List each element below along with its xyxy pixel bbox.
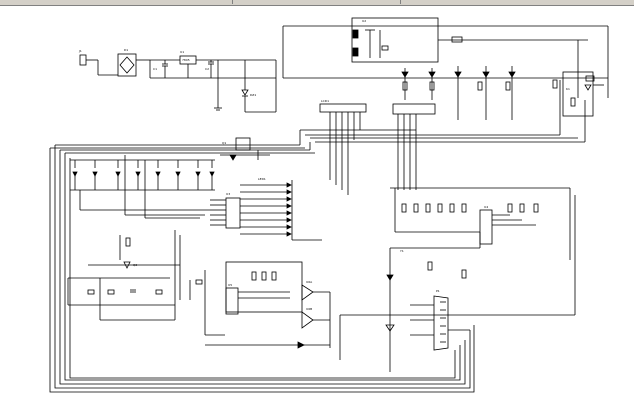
crystal-label: Y1 [400,249,404,253]
switch [155,160,161,190]
resistor [427,261,433,271]
resistor [125,237,131,247]
transistor-q1-label: Q1 [222,141,226,145]
opamp-u6b [301,311,314,329]
switch [135,160,141,190]
resistor [261,271,267,281]
switch [92,160,98,190]
window-top-strip [0,0,634,6]
port-ic-label: U5 [228,283,232,287]
db-connector [433,295,449,351]
connector-block [392,103,436,115]
top-right-driver-section: U2 K1 [282,17,609,120]
mcu-label: U3 [226,192,230,196]
regulator-value: 7805 [182,58,190,62]
led-column: LED1 [258,177,322,241]
regulator-label: U1 [180,50,184,54]
resistor [107,289,115,295]
led-row-label: LED1 [258,177,266,181]
driver-module-box [351,17,439,63]
cap-c2-label: C2 [205,67,209,71]
port-ic-chip [225,287,239,315]
transistor-stage [428,68,436,100]
led [286,189,292,195]
transistor-stage [508,66,558,120]
resistor [87,289,95,295]
resistor [195,279,203,285]
transistor-q1-box [235,137,251,151]
led [286,224,292,230]
led [286,182,292,188]
analog-input-section: Q2 [67,230,225,336]
bus-wiring [49,80,586,393]
toolbar-separator [232,0,233,4]
power-supply-section: J1 D1 C1 U1 7805 C2 DZ1 [78,48,277,113]
port-ic-frame [225,261,303,313]
resistor [271,271,277,281]
flyback-diode [584,84,592,91]
port-ic-section: U5 U6A U6B [205,261,331,349]
switch [72,160,78,190]
shift-register-chip [479,209,493,245]
connector-label: J1 [78,49,82,53]
db-connector-section: P1 Y1 [385,232,481,372]
transistor-stage [454,66,483,120]
lcd-connector [319,103,367,113]
opamp-u6a [301,284,314,301]
switch [195,160,201,190]
resistor [461,269,467,279]
shift-register-section: U4 [339,187,576,360]
diode [386,274,394,281]
diode [229,154,237,161]
bridge-rectifier [119,56,135,74]
zener-label: DZ1 [250,93,256,97]
led [286,196,292,202]
led [286,210,292,216]
bridge-label: D1 [124,48,128,52]
relay-coil [585,75,595,82]
mcu-chip [225,197,241,229]
mcu-section: U3 LED1 Q1 [210,137,322,241]
driver-ic-label: U2 [362,19,366,23]
toolbar-separator [400,0,401,4]
power-connector [79,54,87,66]
cap-c1-label: C1 [153,67,157,71]
driver-pin-block [352,47,359,57]
zener-diode [241,89,249,96]
driver-pin-block [352,29,359,39]
opamp1-label: U6A [306,280,313,284]
transistor-stage [401,68,409,100]
switch [115,160,121,190]
bridge-rectifier-box [117,53,137,77]
relay-block [562,71,594,117]
opamp2-label: U6B [306,307,312,311]
relay-label: K1 [566,87,570,91]
lcd-header: LCD1 [300,99,436,195]
resistor [381,45,389,51]
led-indicator [385,324,395,332]
resistor-array [401,203,539,213]
switch [209,160,215,190]
resistor [155,289,163,295]
circuit-schematic: J1 D1 C1 U1 7805 C2 DZ1 [49,17,609,393]
resistor [451,36,463,43]
led [286,231,292,237]
lcd-header-label: LCD1 [321,99,329,103]
led [286,217,292,223]
switch-row [70,155,215,219]
db-connector-label: P1 [436,289,440,293]
led [286,203,292,209]
switch [175,160,181,190]
shift-reg-label: U4 [484,205,488,209]
resistor [251,271,257,281]
transistor-stage [482,66,511,120]
